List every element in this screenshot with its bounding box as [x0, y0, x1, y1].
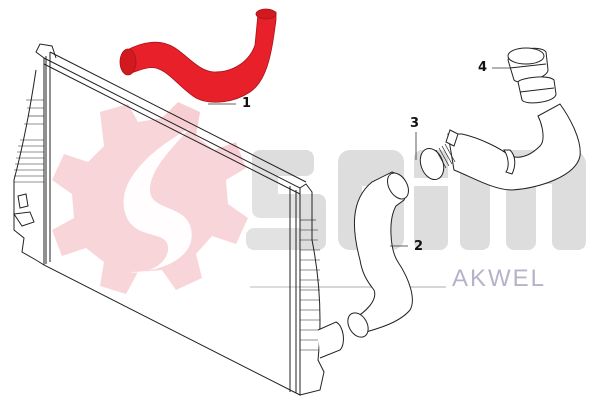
watermark-s-icon: [123, 128, 192, 273]
callout-label-2: 2: [414, 239, 424, 254]
callout-label-1: 1: [242, 96, 252, 111]
callout-label-3: 3: [410, 116, 420, 131]
coupling-4: [507, 47, 557, 104]
radiator: [13, 43, 344, 396]
watermark-i-dot-gap: [414, 178, 448, 186]
hose-1-red: [119, 8, 277, 103]
callout-label-4: 4: [478, 60, 488, 75]
hose-2: [347, 171, 413, 338]
hose-3: [419, 103, 581, 191]
akwel-logo-text: AKWEL: [452, 265, 547, 292]
